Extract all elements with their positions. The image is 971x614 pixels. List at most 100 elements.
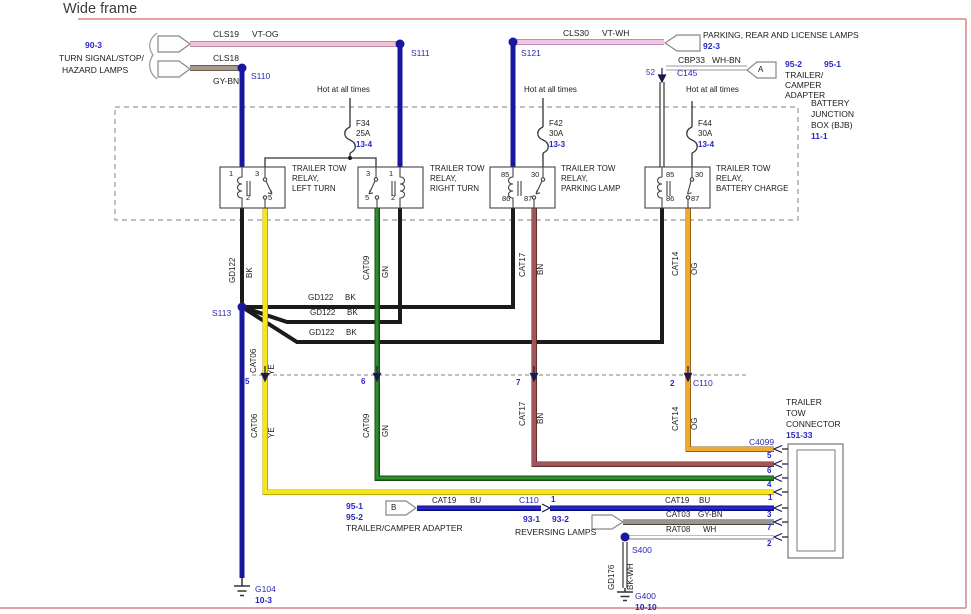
og-label-upper: OG	[690, 262, 699, 275]
relay3-name-1: TRAILER TOW	[561, 164, 616, 173]
c145-pin-arrow	[657, 68, 667, 84]
relay1-pin-5: 5	[268, 193, 273, 202]
battery-junction-box-outline	[114, 106, 799, 221]
trailer-connector-label-1: TRAILER	[786, 397, 822, 407]
ye-label-upper: YE	[267, 364, 276, 375]
bu-label-right: BU	[699, 496, 711, 505]
fuse-f34-name: F34	[356, 119, 370, 128]
relay-parking-lamp	[489, 166, 556, 209]
c145-feed-wire	[659, 82, 665, 167]
ground-g104	[234, 578, 250, 597]
fuse-f42-name: F42	[549, 119, 563, 128]
hot-at-all-times-1: Hot at all times	[317, 85, 370, 94]
bjb-label-2: JUNCTION	[811, 109, 854, 119]
ref-92-3: 92-3	[703, 41, 721, 51]
relay1-pin-2: 2	[246, 193, 251, 202]
ref-10-10: 10-10	[635, 602, 657, 612]
ground-g400-label: G400	[635, 591, 656, 601]
relay4-name-3: BATTERY CHARGE	[716, 184, 789, 193]
splice-s110	[237, 63, 247, 73]
fuse-f42-rating: 30A	[549, 129, 564, 138]
splice-s111	[395, 39, 405, 49]
gn-label-lower: GN	[381, 425, 390, 437]
relay4-name-2: RELAY,	[716, 174, 743, 183]
bk-wh-label: BK-WH	[626, 563, 635, 590]
hot-at-all-times-3: Hot at all times	[686, 85, 739, 94]
c110-pin-blue: 1	[551, 495, 556, 504]
c110-pin-arrows	[260, 366, 693, 383]
cat06-label-upper: CAT06	[249, 348, 258, 373]
connector-flags	[149, 32, 777, 530]
cat06-yellow-wire	[262, 208, 774, 495]
cat19-label-right: CAT19	[665, 496, 690, 505]
relay2-pin-5: 5	[365, 193, 370, 202]
c4099-pin-2: 2	[767, 539, 772, 548]
gy-bn-label: GY-BN	[698, 510, 723, 519]
ref-93-1: 93-1	[523, 514, 541, 524]
reversing-flag	[591, 514, 625, 530]
cat14-label-lower: CAT14	[671, 406, 680, 431]
relay2-pin-3: 3	[366, 169, 371, 178]
relay2-pin-2: 2	[391, 193, 396, 202]
parking-flag	[663, 34, 701, 52]
fuse-f44-ref: 13-4	[698, 140, 715, 149]
page-title: Wide frame	[63, 1, 138, 17]
hot-feed-wires	[239, 42, 516, 578]
splice-s400-label: S400	[632, 545, 652, 555]
fuse-f34-rating: 25A	[356, 129, 371, 138]
relay2-pin-1: 1	[389, 169, 394, 178]
trailer-connector-label-3: CONNECTOR	[786, 419, 841, 429]
ref-10-3: 10-3	[255, 595, 273, 605]
cat06-label-lower: CAT06	[250, 413, 259, 438]
camper-label-3: ADAPTER	[785, 90, 826, 100]
bk-label-c: BK	[346, 328, 357, 337]
bk-label-b: BK	[347, 308, 358, 317]
turn-signal-label-1: TURN SIGNAL/STOP/	[59, 53, 144, 63]
turn-flag-bottom	[157, 60, 192, 78]
turn-flag-top	[157, 35, 192, 53]
rat08-label: RAT08	[666, 525, 691, 534]
fuse-f42-ref: 13-3	[549, 140, 566, 149]
ground-wires-gd122	[240, 208, 664, 344]
gd176-label: GD176	[607, 564, 616, 590]
c4099-pin-1: 1	[768, 493, 773, 502]
c110-pin-green: 6	[361, 377, 366, 386]
flag-b-letter: B	[391, 503, 397, 512]
relay-left-turn	[219, 166, 286, 209]
splice-s400	[620, 532, 630, 542]
relay3-pin-85: 85	[501, 170, 510, 179]
fuse-and-jumper-wires	[264, 98, 698, 167]
gn-label-upper: GN	[381, 266, 390, 278]
camper-label-2: CAMPER	[785, 80, 822, 90]
relay4-pin-86: 86	[666, 194, 675, 203]
hot-at-all-times-2: Hot at all times	[524, 85, 577, 94]
splice-s113-label: S113	[212, 308, 232, 318]
ye-label-lower: YE	[267, 427, 276, 438]
splice-s110-label: S110	[251, 71, 271, 81]
splice-s121	[508, 37, 518, 47]
page-frame	[0, 18, 967, 609]
flag-a-letter: A	[758, 65, 764, 74]
wh-label: WH	[703, 525, 717, 534]
relay3-pin-86: 86	[502, 194, 511, 203]
circuit-cls30: CLS30	[563, 28, 589, 38]
brace	[149, 32, 158, 80]
camper-adapter-bottom-label: TRAILER/CAMPER ADAPTER	[346, 523, 463, 533]
c4099-pin-4: 4	[767, 480, 772, 489]
gd122-label-c: GD122	[309, 328, 335, 337]
relay1-pin-1: 1	[229, 169, 234, 178]
c4099-pin-arrows	[772, 444, 788, 542]
relay3-pin-30: 30	[531, 170, 540, 179]
cat03-label: CAT03	[666, 510, 691, 519]
bjb-label-1: BATTERY	[811, 98, 850, 108]
ref-151-33: 151-33	[786, 430, 813, 440]
c4099-pin-7: 7	[767, 523, 772, 532]
cat09-label-lower: CAT09	[362, 413, 371, 438]
connector-c4099-label: C4099	[749, 437, 775, 447]
bk-label-a: BK	[345, 293, 356, 302]
camper-b-flag	[385, 500, 418, 516]
cat09-green-wire	[374, 208, 774, 481]
trailer-connector-label-2: TOW	[786, 408, 806, 418]
